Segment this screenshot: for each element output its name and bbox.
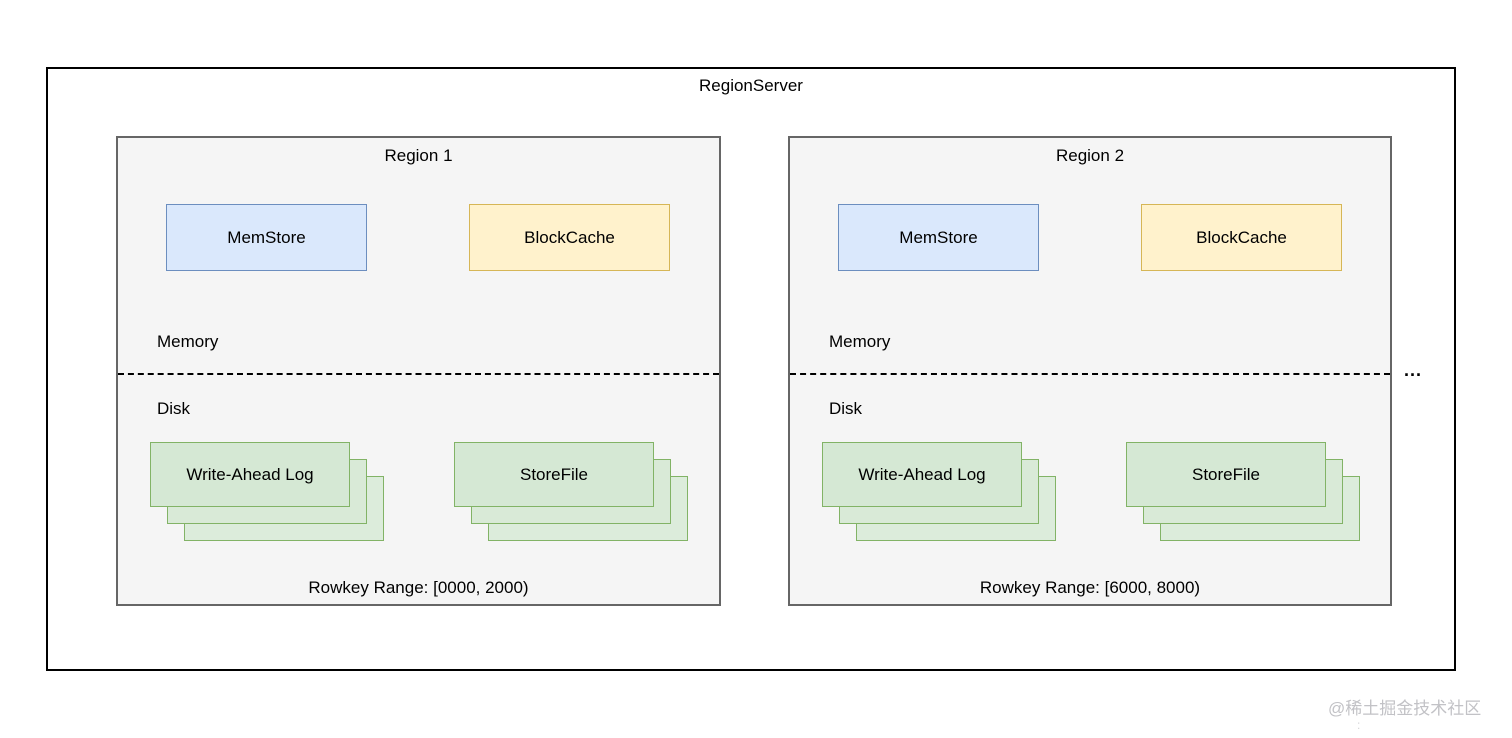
watermark-colon: : — [1357, 718, 1361, 732]
wal-box: Write-Ahead Log — [822, 442, 1022, 507]
storefile-box: StoreFile — [454, 442, 654, 507]
memory-label: Memory — [157, 332, 219, 351]
storefile-stack: StoreFile — [1126, 442, 1360, 541]
watermark: @稀土掘金技术社区 — [1328, 699, 1482, 718]
memstore-box: MemStore — [838, 204, 1039, 271]
memory-label: Memory — [829, 332, 891, 351]
more-regions-ellipsis: ... — [1404, 360, 1423, 380]
wal-stack: Write-Ahead Log — [150, 442, 384, 541]
storefile-box: StoreFile — [1126, 442, 1326, 507]
blockcache-box: BlockCache — [1141, 204, 1342, 271]
regionserver-box: RegionServer Region 1 MemStore BlockCach… — [46, 67, 1456, 671]
rowkey-range-label: Rowkey Range: [6000, 8000) — [979, 578, 1201, 597]
region-1-title: Region 1 — [384, 146, 453, 165]
memstore-box: MemStore — [166, 204, 367, 271]
disk-label: Disk — [829, 399, 863, 418]
memory-disk-divider — [790, 373, 1390, 375]
region-2-box: Region 2 MemStore BlockCache Memory Disk… — [788, 136, 1392, 606]
storefile-stack: StoreFile — [454, 442, 688, 541]
blockcache-box: BlockCache — [469, 204, 670, 271]
regionserver-title: RegionServer — [699, 76, 803, 95]
wal-box: Write-Ahead Log — [150, 442, 350, 507]
region-1-box: Region 1 MemStore BlockCache Memory Disk… — [116, 136, 721, 606]
rowkey-range-label: Rowkey Range: [0000, 2000) — [308, 578, 529, 597]
wal-stack: Write-Ahead Log — [822, 442, 1056, 541]
memory-disk-divider — [118, 373, 719, 375]
disk-label: Disk — [157, 399, 191, 418]
region-2-title: Region 2 — [1055, 146, 1125, 165]
